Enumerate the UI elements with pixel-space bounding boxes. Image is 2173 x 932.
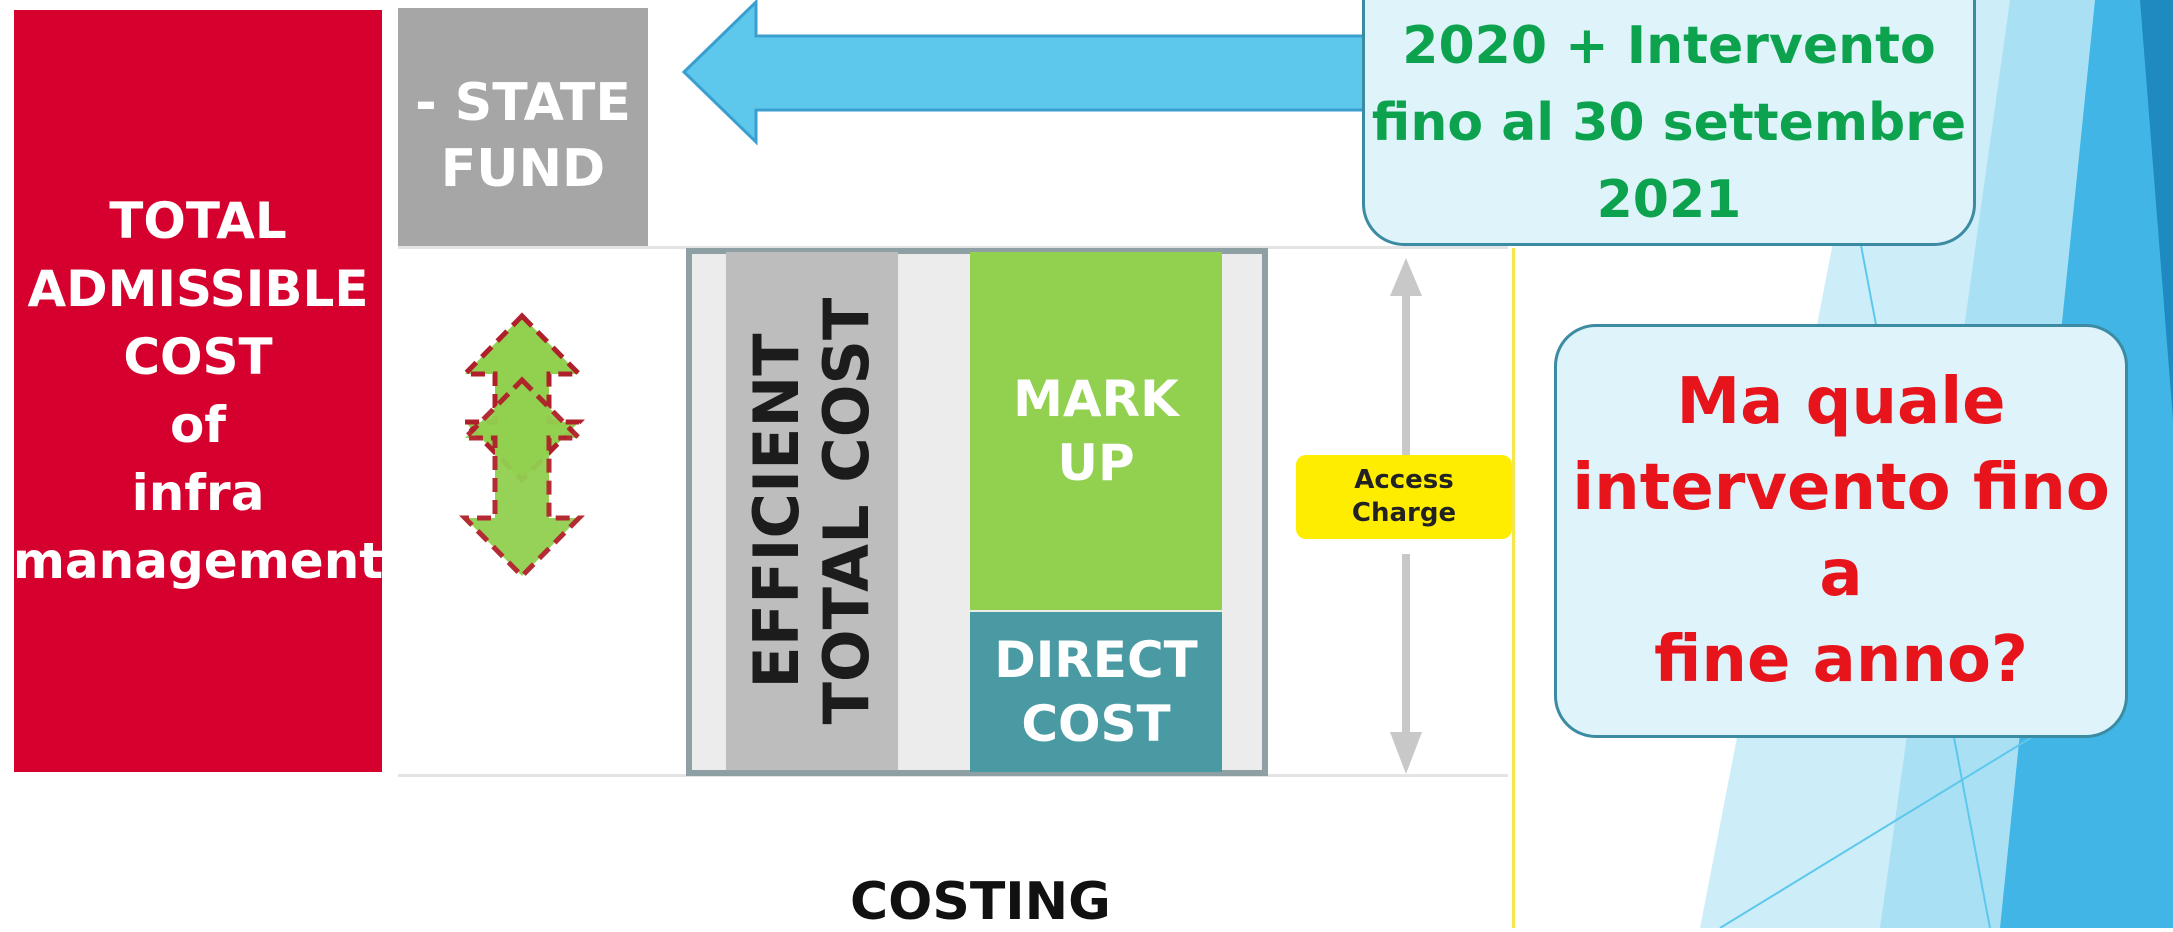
efficient-total-cost-column (726, 252, 898, 770)
deco-line-2 (1719, 719, 2061, 928)
direct-cost-line: DIRECT (994, 631, 1198, 689)
state-fund-line: - STATE (415, 73, 631, 133)
deco-triangle-dark (2140, 0, 2173, 420)
access-charge-range-arrow (1390, 258, 1422, 774)
efficient-line: EFFICIENT (740, 333, 813, 689)
mark-up-line: UP (1057, 434, 1135, 492)
double-arrow-icon (459, 312, 585, 580)
callout-question-line: Ma quale (1676, 365, 2006, 439)
efficient-line: TOTAL COST (810, 297, 883, 725)
access-charge-line: Charge (1351, 498, 1457, 528)
top-baseline (398, 246, 1508, 249)
total-admissible-cost-block: TOTAL ADMISSIBLE COST of infra managemen… (12, 10, 384, 772)
costing-label: COSTING (850, 872, 1111, 932)
state-fund-block: - STATE FUND (398, 8, 648, 246)
access-charge-label: Access Charge (1296, 455, 1512, 539)
efficient-total-cost-label: EFFICIENT TOTAL COST (740, 261, 883, 761)
callout-question-line: fine anno? (1653, 623, 2029, 697)
red-block-line: infra (131, 464, 265, 522)
direct-cost-block: DIRECT COST (970, 612, 1222, 772)
red-block-line: TOTAL (109, 192, 287, 250)
red-block-line: COST (123, 328, 273, 386)
callout-intervento-line: fino al 30 settembre (1371, 93, 1967, 153)
direct-cost-line: COST (1021, 695, 1171, 753)
yellow-separator-line (1512, 248, 1515, 928)
callout-question-box (1554, 324, 2128, 738)
callout-intervento-text: 2020 + Intervento fino al 30 settembre 2… (1362, 8, 1976, 239)
callout-intervento-line: 2020 + Intervento (1402, 16, 1936, 76)
mark-up-block: MARK UP (970, 252, 1222, 610)
access-charge-line: Access (1354, 465, 1454, 495)
mark-up-line: MARK (1013, 370, 1179, 428)
callout-intervento-line: 2021 (1596, 170, 1742, 230)
red-block-line: management (12, 532, 384, 590)
red-block-line: of (169, 396, 227, 454)
red-block-line: ADMISSIBLE (27, 260, 369, 318)
state-fund-line: FUND (440, 139, 606, 199)
callout-question-text: Ma quale intervento fino a fine anno? (1554, 324, 2128, 738)
left-arrow-shape (681, 0, 1398, 146)
callout-question-line: intervento fino a (1572, 451, 2110, 611)
callout-intervento-box (1362, 0, 1976, 246)
